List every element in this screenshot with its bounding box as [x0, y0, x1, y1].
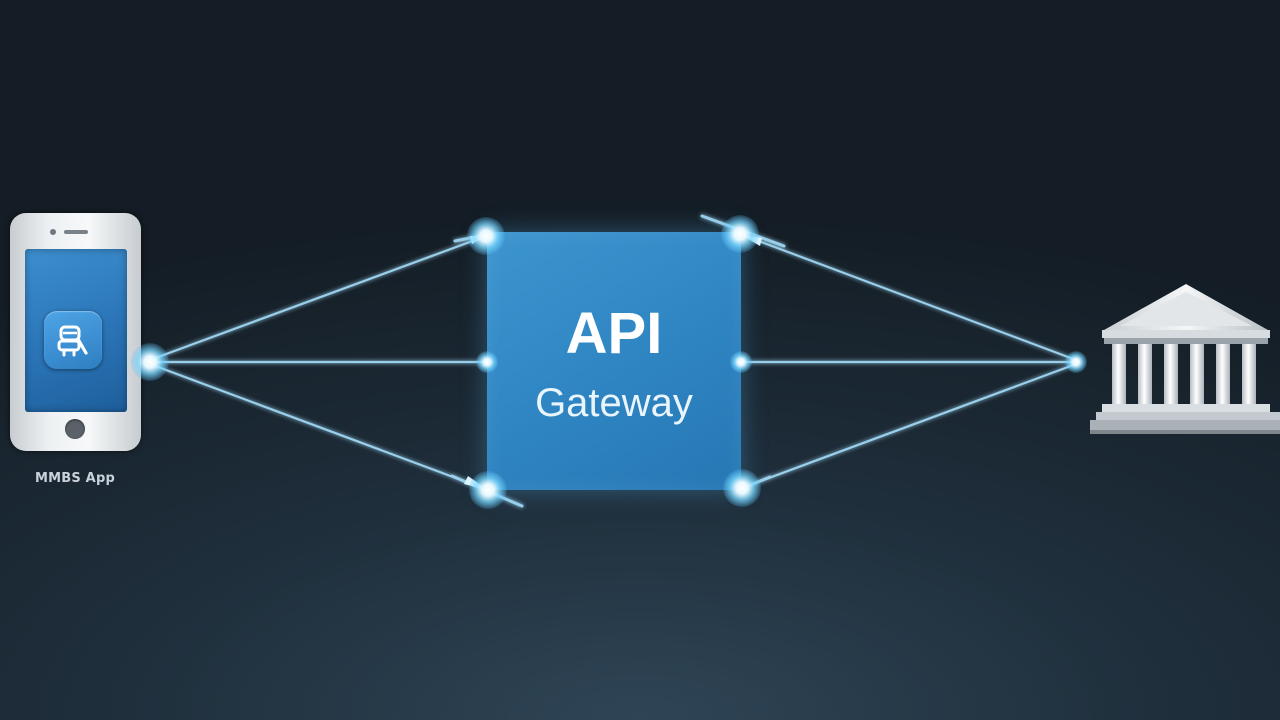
- gateway-middle-right-node: [730, 351, 752, 373]
- client-connection-node: [131, 343, 169, 381]
- gateway-bottom-right-node: [723, 469, 761, 507]
- gateway-top-left-node: [467, 217, 505, 255]
- gateway-to-bank-bottom-line: [740, 362, 1078, 490]
- bank-connection-node: [1065, 351, 1087, 373]
- api-gateway-box: API Gateway: [487, 232, 741, 490]
- client-app-label: MMBS App: [35, 471, 115, 486]
- client-to-gateway-top-line: [148, 234, 488, 362]
- gateway-subtitle: Gateway: [535, 381, 693, 425]
- client-to-gateway-bottom-line: [148, 362, 490, 492]
- gateway-bottom-left-node: [469, 471, 507, 509]
- bank-building-icon: [1090, 284, 1280, 444]
- gateway-to-bank-top-line: [738, 232, 1078, 362]
- app-glyph-icon: [44, 311, 102, 369]
- mobile-phone-icon: [10, 213, 141, 451]
- gateway-top-right-node: [721, 215, 759, 253]
- gateway-title: API: [565, 301, 663, 366]
- phone-speaker: [64, 230, 88, 234]
- phone-home-button: [65, 419, 85, 439]
- gateway-middle-left-node: [476, 351, 498, 373]
- phone-camera: [50, 229, 56, 235]
